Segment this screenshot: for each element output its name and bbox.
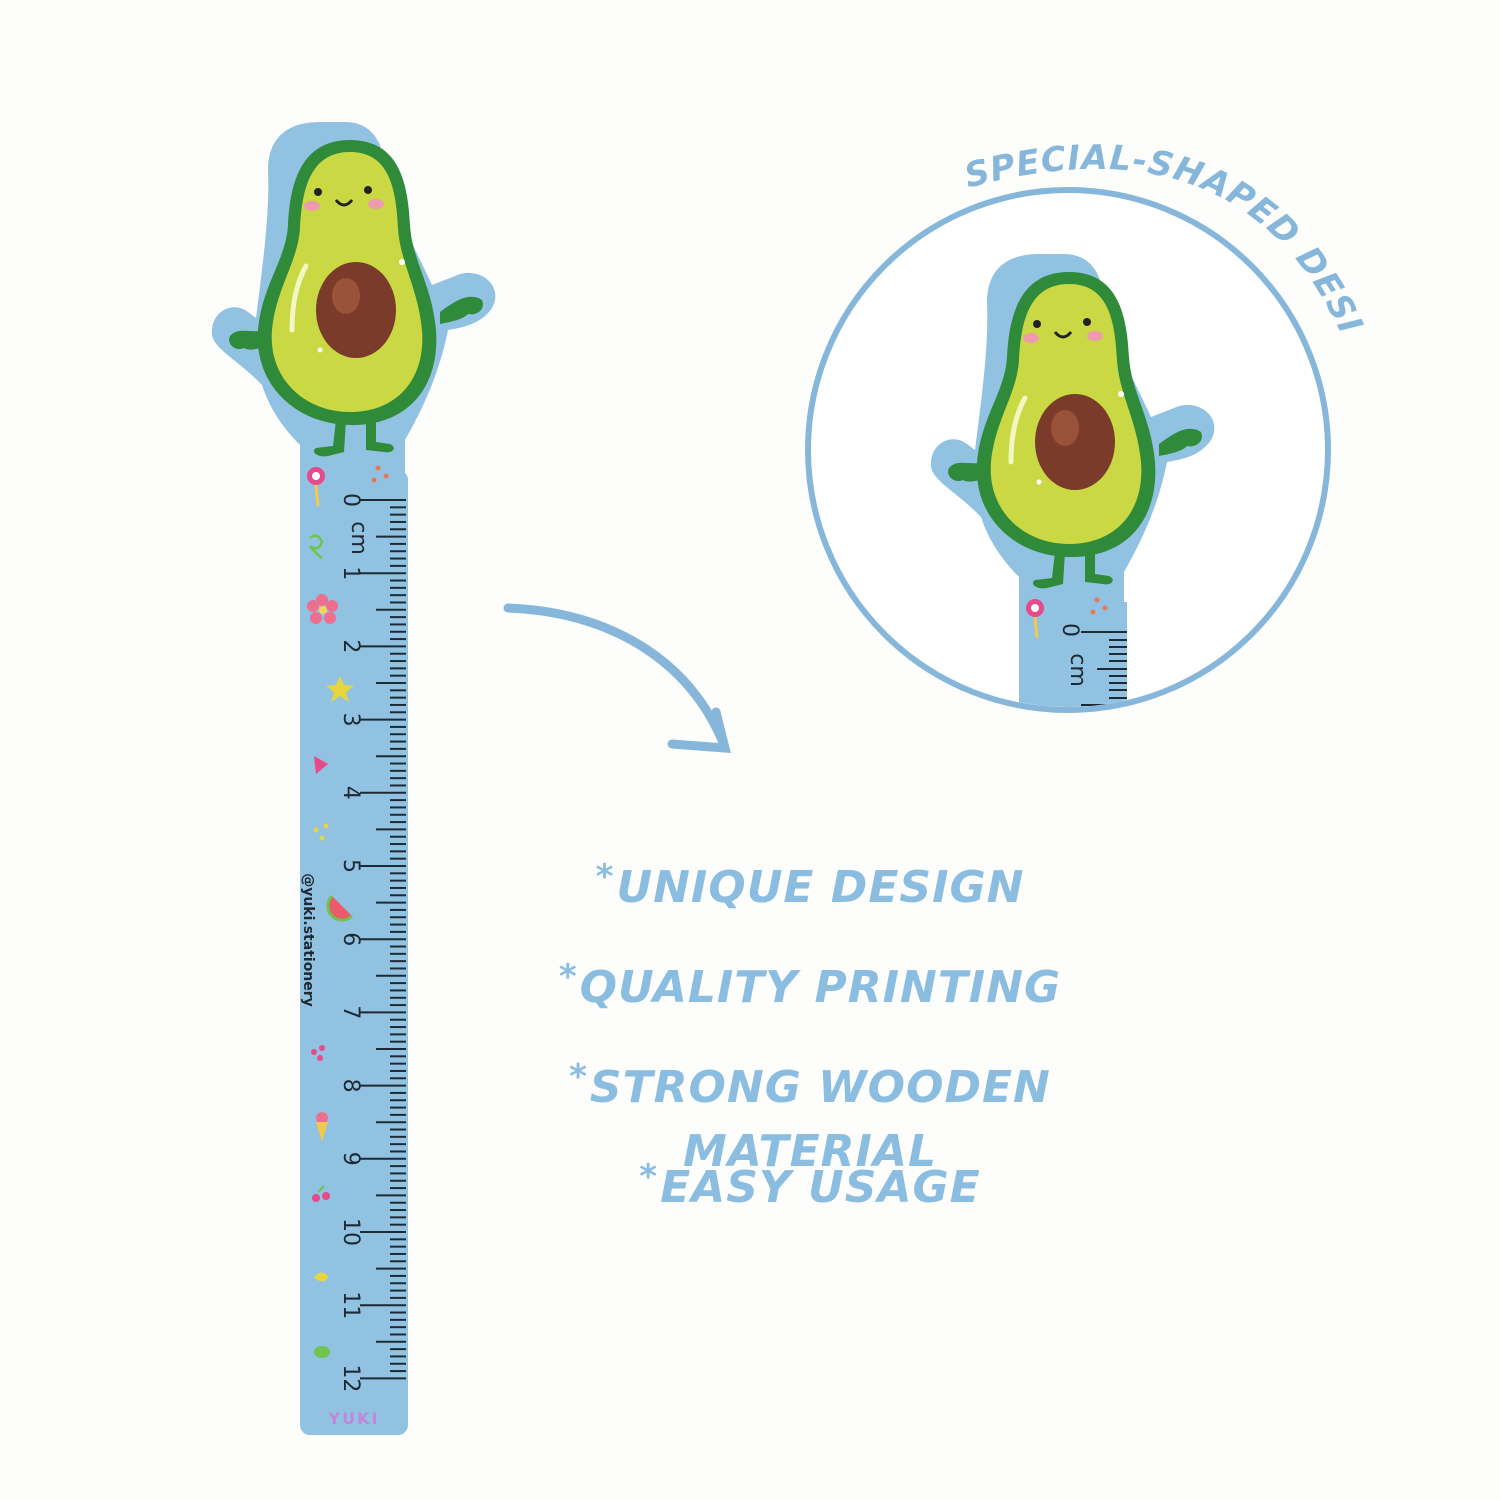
star-icon: [326, 676, 354, 702]
ruler-number: 7: [338, 1005, 363, 1019]
flower-icon: [307, 594, 338, 624]
ruler-number: 4: [338, 786, 363, 800]
ruler-number: 8: [338, 1079, 363, 1093]
watermelon-icon: [326, 894, 354, 922]
svg-text:cm: cm: [1065, 653, 1090, 687]
feature-item-quality-printing: *QUALITY PRINTING: [558, 957, 1062, 1013]
berry-icon: [312, 1185, 330, 1202]
callout-zoom: 0 cm SPECIAL-SHAPED DESIGN: [0, 0, 1369, 713]
svg-text:0: 0: [1057, 623, 1082, 637]
feature-item-easy-usage: *EASY USAGE: [639, 1157, 981, 1213]
avocado-mascot-icon: [212, 122, 496, 500]
ruler-number: 9: [338, 1152, 363, 1166]
ruler-number: 3: [338, 713, 363, 727]
ruler-number: 12: [338, 1364, 363, 1392]
ruler-brand-text: YUKI: [328, 1409, 380, 1428]
icecream-icon: [316, 1112, 328, 1142]
candy-icon: [314, 1272, 328, 1282]
sparkle-icon: [313, 823, 329, 841]
feature-item-unique-design: *UNIQUE DESIGN: [595, 857, 1025, 913]
ruler-number: 1: [338, 566, 363, 580]
ruler-number: 11: [338, 1291, 363, 1319]
confetti-icon: [371, 465, 389, 483]
ruler-number: 10: [338, 1218, 363, 1246]
ruler-handle-text: @yuki.stationery: [300, 873, 316, 1007]
arrow-icon: [503, 603, 731, 753]
triangle-icon: [314, 756, 328, 774]
feature-list: *UNIQUE DESIGN *QUALITY PRINTING *STRONG…: [440, 845, 1180, 1245]
ruler-unit-label: cm: [346, 521, 371, 555]
ruler-ticks: [360, 499, 406, 1380]
feature-item-strong-wooden-material: *STRONG WOODEN MATERIAL: [569, 1057, 1051, 1177]
ruler-number: 0: [338, 493, 363, 507]
ruler-number: 6: [338, 932, 363, 946]
swirl-icon: [309, 534, 324, 560]
leaf-icon: [314, 1346, 330, 1358]
cherry-icon: [311, 1045, 325, 1061]
ruler-number: 2: [338, 639, 363, 653]
ruler-number: 5: [338, 859, 363, 873]
lollipop-icon: [307, 467, 325, 507]
